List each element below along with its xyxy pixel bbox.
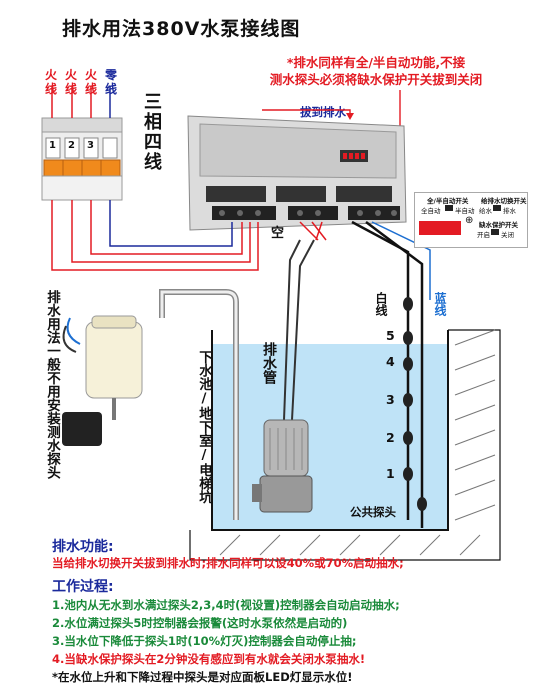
- probe-number-3: 3: [386, 392, 395, 407]
- blue-wire-label: 蓝线: [433, 292, 447, 316]
- three-phase-label: 三相四线: [141, 92, 162, 172]
- submersible-pump: [252, 419, 313, 513]
- dip-on: 开启: [477, 231, 490, 239]
- breaker-number-3: 3: [87, 140, 94, 151]
- probe-number-1: 1: [386, 466, 395, 481]
- process-step-4: 4.当缺水保护探头在2分钟没有感应到有水就会关闭水泵抽水!: [52, 652, 366, 666]
- dip-feed: 给水: [479, 207, 492, 215]
- side-note: 排水用法一般不用安装测水探头: [44, 290, 60, 479]
- pump-cable-2: [291, 239, 315, 421]
- dip-drain: 排水: [503, 207, 516, 215]
- page-title: 排水用法380V水泵接线图: [62, 18, 301, 40]
- warning-note-line2: 测水探头必须将缺水保护开关拔到关闭: [269, 72, 483, 87]
- dip-auto-full: 全自动: [421, 207, 441, 215]
- probe-number-2: 2: [386, 430, 395, 445]
- wire-label-l3: 火线: [84, 68, 97, 96]
- float-switch: [62, 315, 143, 446]
- probe-number-5: 5: [386, 328, 395, 343]
- white-wire-label: 白线: [374, 292, 388, 316]
- process-step-1: 1.池内从无水到水满过探头2,3,4时(视设置)控制器会自动启动抽水;: [52, 598, 400, 612]
- breaker-number-1: 1: [49, 140, 56, 151]
- probe-number-4: 4: [386, 354, 395, 369]
- pool-label: 下水池/地下室/电梯坑: [196, 350, 212, 504]
- breaker-number-2: 2: [68, 140, 75, 151]
- dip-toggle-auto: [445, 205, 453, 211]
- phase-wiring: [51, 86, 327, 271]
- warning-note-line1: *排水同样有全/半自动功能,不接: [286, 55, 466, 70]
- dip-title-mode: 给排水切换开关: [481, 197, 527, 205]
- pipe-label: 排水管: [261, 342, 277, 384]
- dip-title-auto: 全/半自动开关: [427, 197, 469, 205]
- warning-note: *排水同样有全/半自动功能,不接 测水探头必须将缺水保护开关拔到关闭: [226, 54, 526, 88]
- process-step-2: 2.水位满过探头5时控制器会报警(这时水泵依然是启动的): [52, 616, 348, 630]
- wire-label-l2: 火线: [64, 68, 77, 96]
- probe-wires: [351, 220, 431, 528]
- empty-terminal-label: 空: [271, 226, 285, 241]
- drain-function-text: 当给排水切换开关拔到排水时;排水同样可以设40%或70%启动抽水;: [52, 556, 404, 570]
- dip-symbol-icon: ⊕: [465, 215, 474, 226]
- wire-label-l1: 火线: [44, 68, 57, 96]
- dip-toggle-mode: [493, 205, 501, 211]
- process-step-3: 3.当水位下降低于探头1时(10%灯灭)控制器会自动停止抽;: [52, 634, 357, 648]
- dip-title-protect: 缺水保护开关: [479, 221, 518, 229]
- drain-pipe: [159, 289, 239, 520]
- dip-toggle-protect: [491, 229, 499, 235]
- process-heading: 工作过程:: [52, 579, 114, 595]
- circuit-breaker: [41, 117, 123, 201]
- dip-off: 关闭: [501, 231, 514, 239]
- dip-switch-block: [419, 221, 461, 235]
- drain-function-heading: 排水功能:: [52, 539, 114, 555]
- dip-auto-half: 半自动: [455, 207, 475, 215]
- common-probe-label: 公共探头: [350, 505, 396, 519]
- dip-switch-panel: 全/半自动开关 全自动 半自动 给排水切换开关 给水 排水 ⊕ 缺水保护开关 开…: [414, 192, 528, 248]
- pull-to-drain-label: 拔到排水: [300, 105, 346, 119]
- pump-cable: [283, 239, 301, 421]
- process-footnote: *在水位上升和下降过程中探头是对应面板LED灯显示水位!: [52, 670, 353, 684]
- controller-box: [187, 115, 407, 231]
- wire-label-neutral: 零线: [104, 68, 117, 96]
